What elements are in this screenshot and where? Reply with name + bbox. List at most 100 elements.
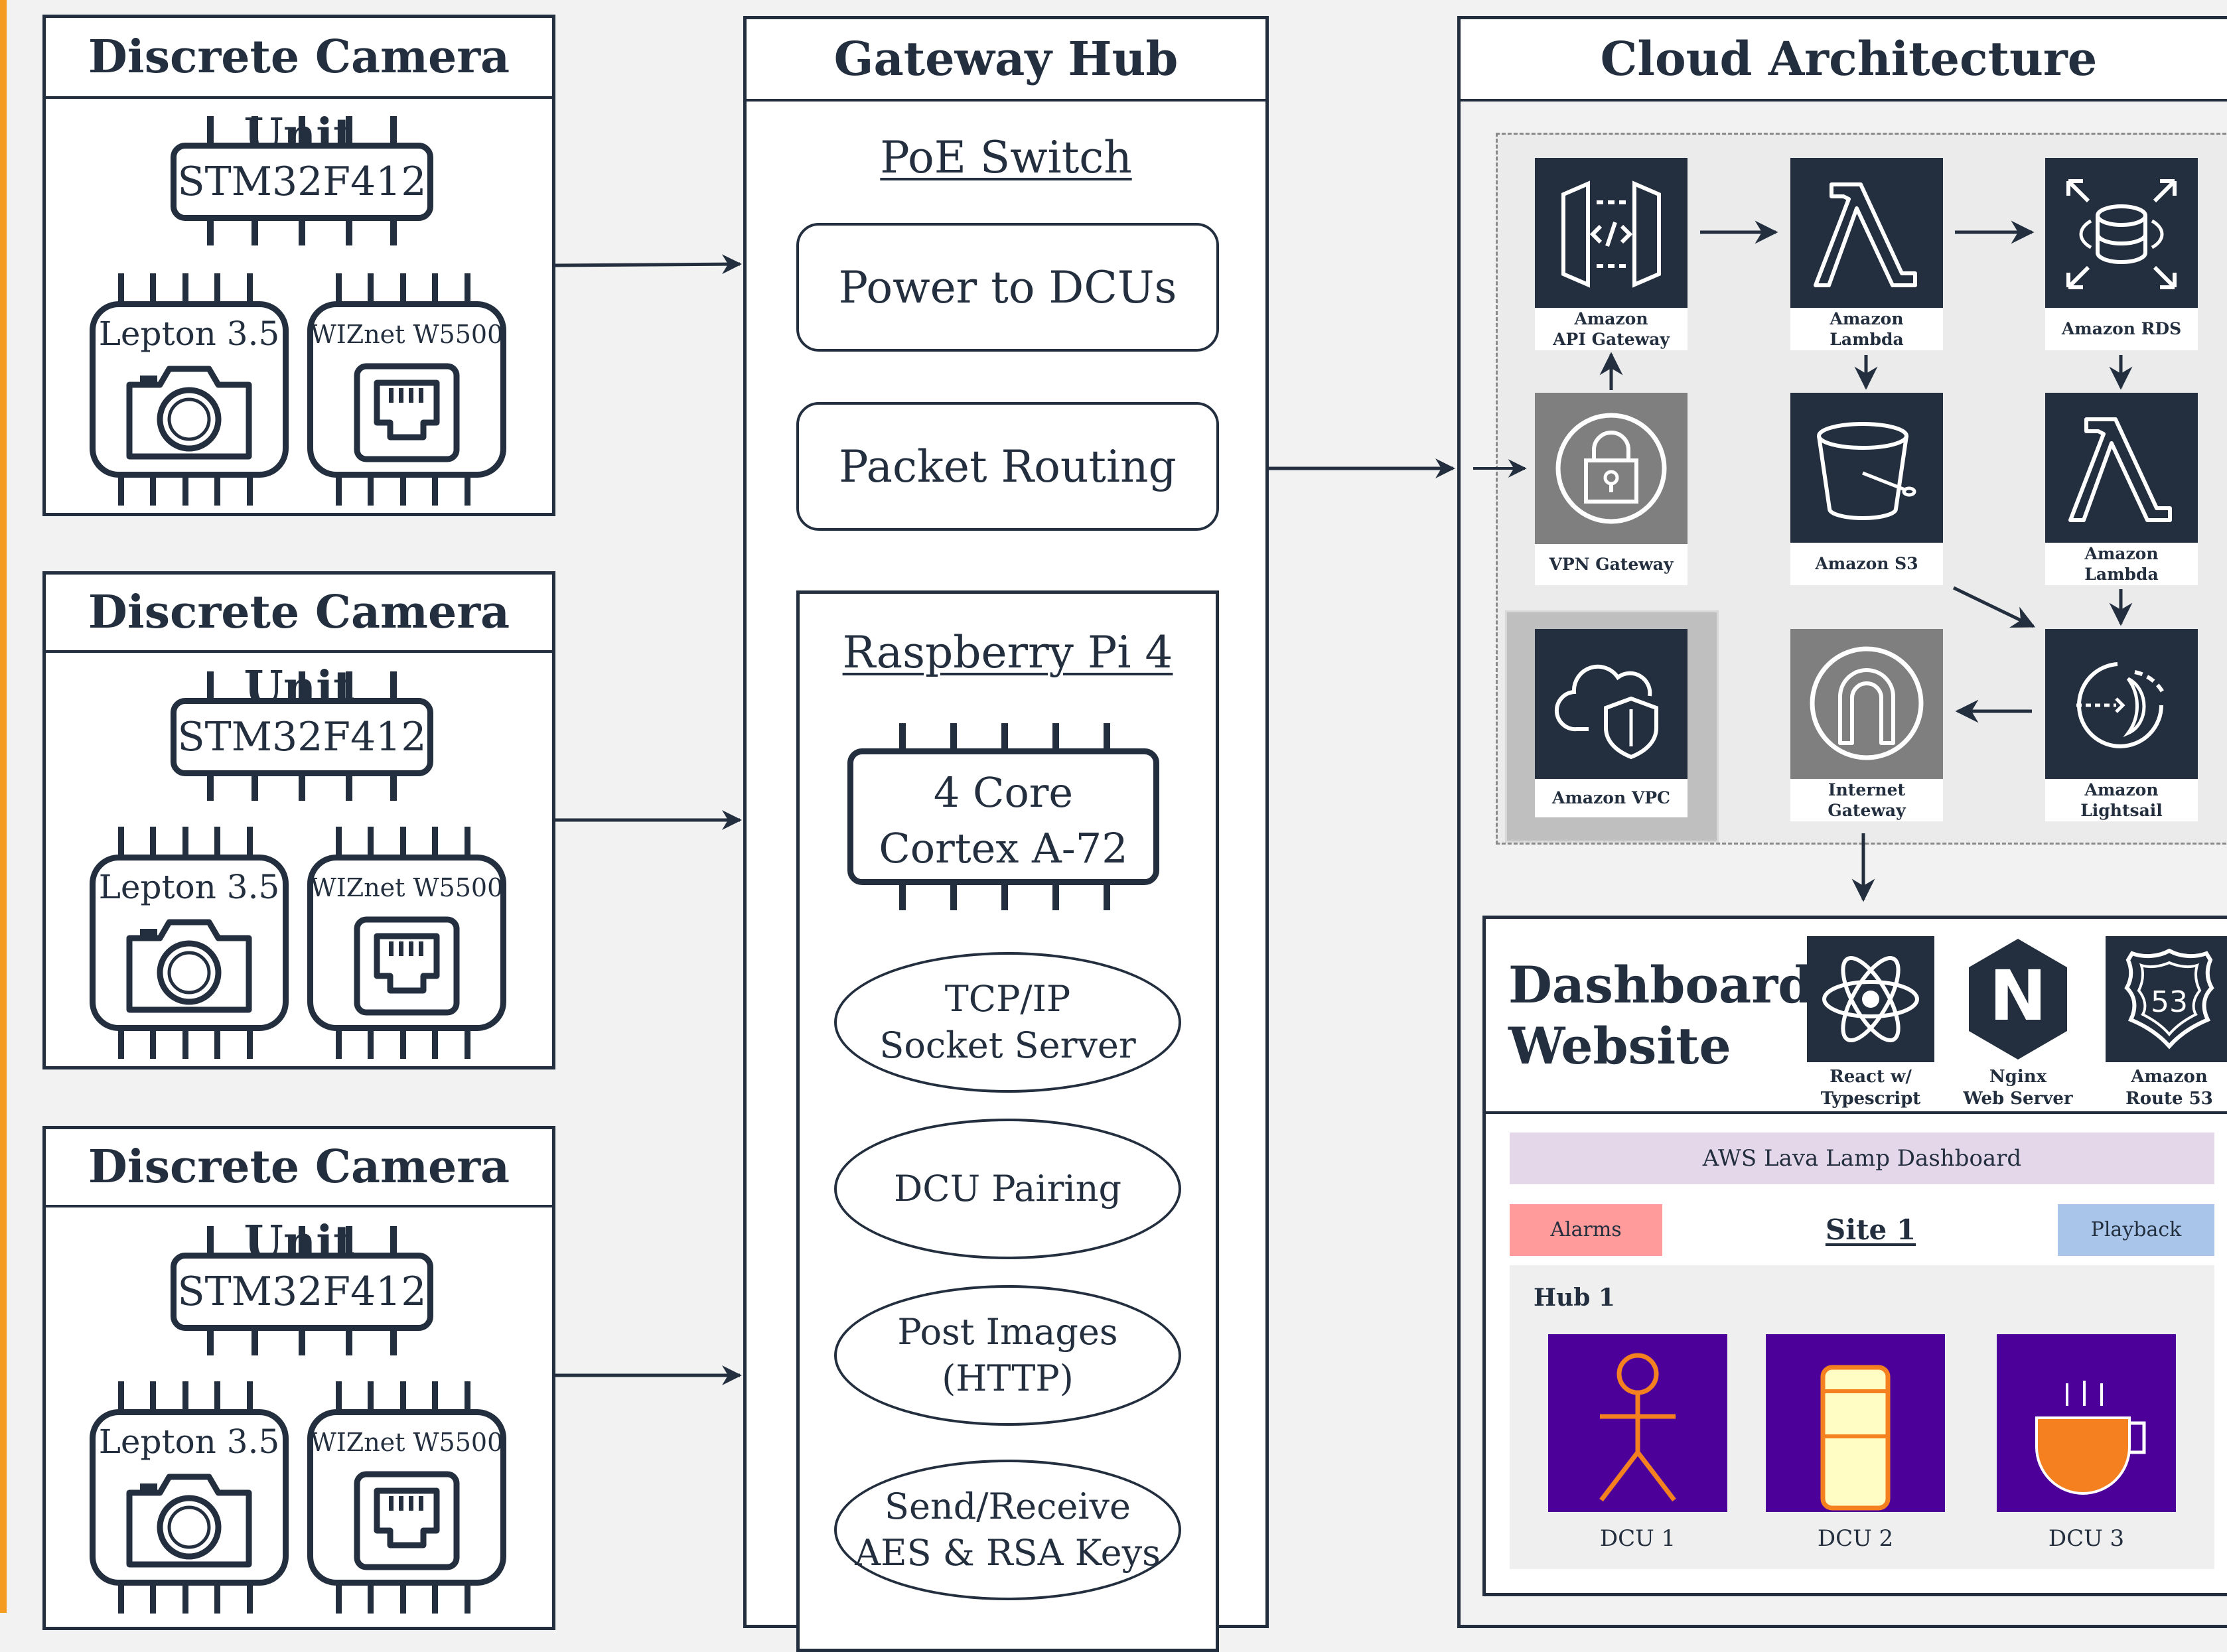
lepton-camera-chip: Lepton 3.5 bbox=[90, 273, 289, 506]
dcu-tile-2[interactable] bbox=[1766, 1334, 1945, 1512]
dashboard-website-panel: Dashboard Website React w/Typescript N N… bbox=[1482, 916, 2227, 1596]
react-tech: React w/Typescript bbox=[1804, 936, 1937, 1109]
mcu-chip: STM32F412 bbox=[171, 1226, 433, 1355]
dcu-tile-3[interactable] bbox=[1997, 1334, 2176, 1512]
nginx-letter: N bbox=[1989, 955, 2047, 1036]
dcu-panel-title: Discrete Camera Unit bbox=[46, 18, 552, 162]
vpn-gateway-label: VPN Gateway bbox=[1535, 544, 1688, 585]
vpc-label: Amazon VPC bbox=[1535, 779, 1688, 817]
database-icon bbox=[2066, 179, 2177, 289]
react-label: React w/Typescript bbox=[1820, 1067, 1921, 1109]
camera-icon bbox=[126, 1474, 252, 1568]
gateway-arch-icon bbox=[1810, 646, 1924, 760]
lambda-2-label: Amazon Lambda bbox=[2045, 543, 2198, 585]
rds-service: Amazon RDS bbox=[2045, 158, 2198, 350]
mcu-chip: STM32F412 bbox=[171, 671, 433, 801]
gateway-hub-panel: Gateway Hub PoE Switch Power to DCUs Pac… bbox=[743, 16, 1269, 1652]
ethernet-port-icon bbox=[354, 363, 460, 462]
nginx-icon: N bbox=[1969, 939, 2067, 1060]
dcu-panel-3: Discrete Camera Unit STM32F412 Lepton 3.… bbox=[42, 1126, 555, 1630]
cpu-chip: 4 Core Cortex A-72 bbox=[847, 723, 1159, 910]
person-icon bbox=[1599, 1353, 1676, 1502]
route53-badge: 53 bbox=[2151, 985, 2188, 1019]
left-accent-stripe bbox=[0, 0, 7, 1613]
hub-title: Hub 1 bbox=[1534, 1284, 1615, 1312]
dcu-1-label: DCU 1 bbox=[1599, 1525, 1676, 1552]
cpu-line-1: 4 Core bbox=[933, 768, 1074, 817]
dcu-pairing-oval: DCU Pairing bbox=[834, 1119, 1181, 1259]
dcu-tile-1[interactable] bbox=[1548, 1334, 1727, 1512]
dcu-panel-title: Discrete Camera Unit bbox=[46, 1129, 552, 1269]
lepton-label: Lepton 3.5 bbox=[98, 1422, 280, 1461]
cpu-line-2: Cortex A-72 bbox=[879, 824, 1128, 872]
mcu-chip-body: STM32F412 bbox=[171, 1253, 433, 1331]
dcu-3-label: DCU 3 bbox=[2048, 1525, 2125, 1552]
site-title: Site 1 bbox=[1825, 1213, 1916, 1246]
dcu-panel-1: Discrete Camera Unit STM32F412 Lepton 3.… bbox=[42, 15, 555, 516]
lock-icon bbox=[1555, 413, 1667, 524]
post-images-oval: Post Images(HTTP) bbox=[834, 1285, 1181, 1426]
cloud-architecture-title: Cloud Architecture bbox=[1461, 19, 2227, 102]
dashboard-title: Dashboard Website bbox=[1508, 955, 1814, 1075]
lepton-camera-chip: Lepton 3.5 bbox=[90, 827, 289, 1059]
api-gateway-icon bbox=[1561, 180, 1661, 288]
wiznet-ethernet-chip: WIZnet W5500 bbox=[307, 273, 506, 506]
lightsail-icon bbox=[2076, 662, 2165, 748]
poe-switch-title: PoE Switch bbox=[880, 132, 1132, 183]
mcu-chip-body: STM32F412 bbox=[171, 698, 433, 776]
dcu-panel-2: Discrete Camera Unit STM32F412 Lepton 3.… bbox=[42, 571, 555, 1069]
lambda-service-2: Amazon Lambda bbox=[2045, 393, 2198, 585]
rds-label: Amazon RDS bbox=[2045, 308, 2198, 350]
lepton-label: Lepton 3.5 bbox=[98, 868, 280, 906]
packet-routing-box: Packet Routing bbox=[796, 402, 1219, 531]
bucket-icon bbox=[1817, 422, 1916, 520]
alarms-button[interactable]: Alarms bbox=[1510, 1204, 1662, 1256]
wiznet-label: WIZnet W5500 bbox=[310, 873, 504, 902]
dcu-panel-title: Discrete Camera Unit bbox=[46, 575, 552, 715]
s3-service: Amazon S3 bbox=[1790, 393, 1943, 585]
wiznet-ethernet-chip: WIZnet W5500 bbox=[307, 827, 506, 1059]
cloud-shield-icon bbox=[1555, 664, 1658, 760]
lepton-label: Lepton 3.5 bbox=[98, 314, 280, 353]
ethernet-port-icon bbox=[354, 916, 460, 1016]
s3-label: Amazon S3 bbox=[1790, 543, 1943, 585]
lambda-icon bbox=[1814, 182, 1917, 287]
dcu-to-hub-arrows bbox=[555, 254, 742, 1385]
gateway-hub-title: Gateway Hub bbox=[747, 19, 1265, 102]
vpn-gateway-service: VPN Gateway bbox=[1535, 393, 1688, 585]
raspberry-pi-box: Raspberry Pi 4 4 Core Cortex A-72 TCP/IP… bbox=[796, 590, 1219, 1652]
wiznet-ethernet-chip: WIZnet W5500 bbox=[307, 1381, 506, 1614]
lambda-1-label: Amazon Lambda bbox=[1790, 308, 1943, 350]
wiznet-label: WIZnet W5500 bbox=[310, 320, 504, 349]
ethernet-port-icon bbox=[354, 1471, 460, 1570]
route53-icon: 53 bbox=[2124, 948, 2214, 1050]
lambda-service-1: Amazon Lambda bbox=[1790, 158, 1943, 350]
react-icon bbox=[1822, 956, 1919, 1042]
hub-card: Hub 1 DCU 1 DCU 2 bbox=[1510, 1265, 2214, 1569]
coffee-cup-icon bbox=[2035, 1381, 2146, 1495]
mcu-chip-body: STM32F412 bbox=[171, 143, 433, 221]
refrigerator-icon bbox=[1820, 1365, 1891, 1511]
lambda-icon bbox=[2068, 417, 2172, 522]
mock-dashboard-header: AWS Lava Lamp Dashboard bbox=[1510, 1133, 2214, 1184]
camera-icon bbox=[126, 366, 252, 460]
dcu-2-label: DCU 2 bbox=[1817, 1525, 1894, 1552]
camera-icon bbox=[126, 919, 252, 1013]
power-to-dcus-box: Power to DCUs bbox=[796, 223, 1219, 352]
lepton-camera-chip: Lepton 3.5 bbox=[90, 1381, 289, 1614]
playback-button[interactable]: Playback bbox=[2058, 1204, 2214, 1256]
raspberry-pi-title: Raspberry Pi 4 bbox=[842, 627, 1173, 678]
